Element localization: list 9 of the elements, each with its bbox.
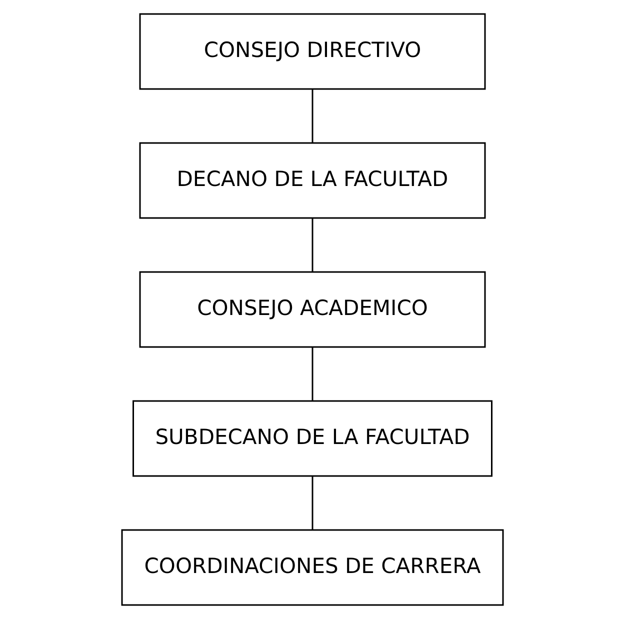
connector	[311, 89, 313, 143]
connector	[311, 218, 313, 272]
node-box: CONSEJO ACADEMICO	[138, 271, 486, 348]
connector	[311, 347, 313, 401]
connector	[311, 476, 313, 530]
node-box: CONSEJO DIRECTIVO	[138, 13, 486, 90]
node-box: SUBDECANO DE LA FACULTAD	[132, 400, 492, 477]
node-box: DECANO DE LA FACULTAD	[138, 142, 486, 219]
node-box: COORDINACIONES DE CARRERA	[120, 529, 504, 606]
